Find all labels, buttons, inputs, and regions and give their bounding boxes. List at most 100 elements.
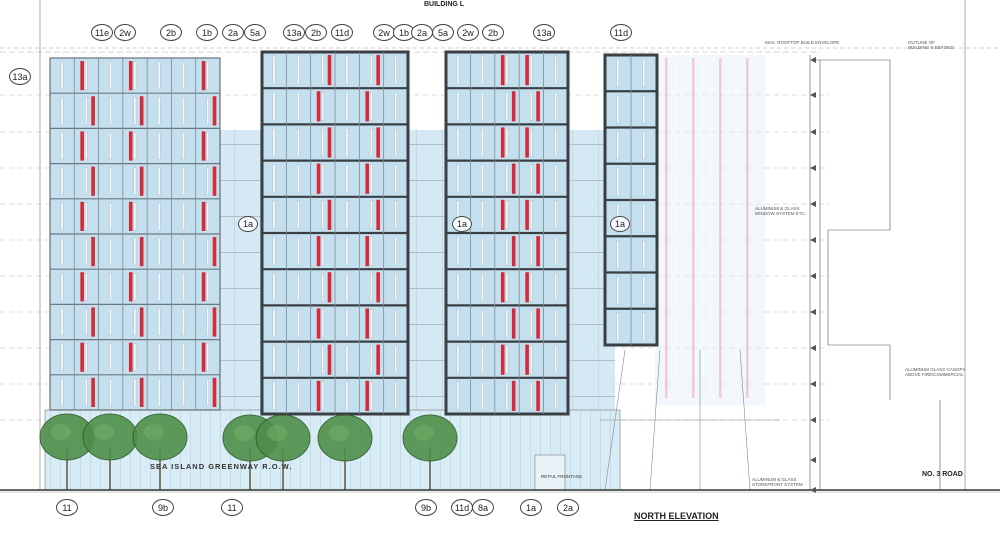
white-fin (297, 164, 300, 193)
white-fin (345, 236, 349, 266)
red-fin (536, 163, 540, 194)
white-fin (394, 55, 397, 85)
white-fin (206, 343, 209, 371)
white-fin (133, 273, 137, 301)
white-fin (85, 61, 88, 90)
white-fin (456, 309, 460, 338)
white-fin (182, 273, 185, 301)
red-fin (511, 91, 516, 122)
level-marker (810, 345, 816, 351)
white-fin (456, 381, 460, 411)
white-fin (133, 378, 137, 407)
white-fin (530, 273, 533, 302)
red-fin (511, 163, 516, 194)
red-fin (376, 55, 380, 86)
white-fin (60, 167, 64, 195)
white-fin (456, 164, 460, 193)
white-fin (157, 237, 161, 266)
red-fin (525, 344, 529, 375)
white-fin (321, 345, 324, 374)
red-fin (327, 272, 332, 303)
white-fin (321, 309, 324, 338)
keynote-tag: 11 (56, 499, 78, 516)
white-fin (642, 58, 646, 88)
white-fin (60, 202, 64, 231)
level-marker (810, 201, 816, 207)
white-fin (60, 273, 64, 301)
note-outline-building-k: OUTLINE OF BUILDING K BEYOND (908, 40, 954, 50)
white-fin (370, 92, 373, 121)
white-fin (530, 128, 533, 157)
faded-fin (737, 58, 740, 398)
white-fin (456, 92, 460, 121)
white-fin (345, 200, 349, 230)
greenway-label: SEA ISLAND GREENWAY R.O.W. (150, 462, 293, 471)
red-fin (365, 91, 370, 122)
white-fin (206, 237, 209, 266)
white-fin (182, 167, 185, 195)
red-fin (139, 237, 144, 267)
white-fin (85, 343, 88, 371)
level-marker (810, 309, 816, 315)
faded-fin (746, 58, 749, 398)
white-fin (133, 97, 137, 125)
white-fin (297, 55, 300, 85)
white-fin (642, 203, 646, 233)
level-marker (810, 417, 816, 423)
white-fin (157, 273, 161, 301)
white-fin (345, 381, 349, 411)
white-fin (370, 273, 373, 302)
white-fin (530, 164, 533, 193)
red-fin (80, 342, 84, 372)
white-fin (321, 236, 324, 266)
tree (402, 414, 458, 490)
faded-fin (710, 58, 713, 398)
white-fin (297, 273, 300, 302)
red-fin (139, 377, 144, 407)
white-fin (297, 345, 300, 374)
white-fin (206, 378, 209, 407)
tree-highlight (51, 424, 71, 440)
white-fin (272, 164, 276, 193)
white-fin (616, 58, 620, 88)
white-fin (394, 345, 397, 374)
red-fin (91, 377, 95, 407)
level-marker (810, 92, 816, 98)
white-fin (345, 128, 349, 157)
white-fin (272, 200, 276, 230)
white-fin (60, 343, 64, 371)
white-fin (345, 273, 349, 302)
note-storefront: ALUMINUM & GLASS STOREFRONT SYSTEM (752, 477, 803, 487)
white-fin (456, 345, 460, 374)
red-fin (212, 307, 217, 337)
keynote-tag: 2w (373, 24, 395, 41)
white-fin (481, 309, 484, 338)
white-fin (133, 167, 137, 195)
white-fin (206, 97, 209, 125)
white-fin (85, 237, 88, 266)
red-fin (327, 199, 332, 230)
white-fin (370, 381, 373, 411)
white-fin (616, 131, 620, 160)
keynote-tag-facade: 1a (610, 216, 630, 232)
faded-fin (683, 58, 686, 398)
keynote-tag: 1b (196, 24, 218, 41)
white-fin (345, 309, 349, 338)
level-marker (810, 381, 816, 387)
red-fin (525, 55, 529, 86)
white-fin (481, 200, 484, 230)
red-fin (80, 272, 84, 302)
white-fin (109, 308, 112, 336)
white-fin (182, 343, 185, 371)
red-fin (128, 61, 133, 91)
red-fin (212, 166, 217, 196)
red-fin (536, 380, 540, 411)
red-fin (511, 236, 516, 267)
white-fin (157, 378, 161, 407)
white-fin (505, 55, 509, 85)
red-fin (316, 163, 321, 194)
keynote-tag-side: 13a (9, 68, 31, 85)
keynote-tag: 2b (482, 24, 504, 41)
faded-fin (692, 58, 695, 398)
white-fin (60, 378, 64, 407)
